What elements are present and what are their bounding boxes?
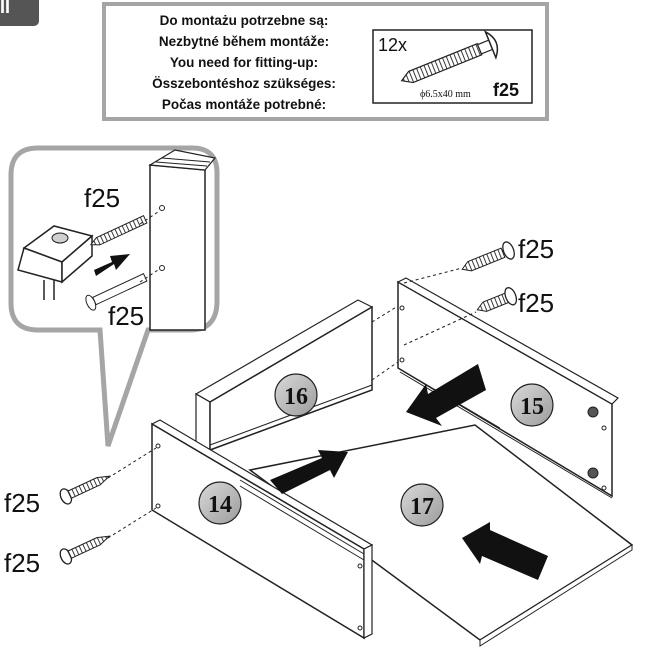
- screw-icon: [85, 273, 148, 311]
- panel-number-15: 15: [520, 394, 544, 420]
- screw-icon: [59, 535, 111, 565]
- arrow-icon: [270, 450, 348, 494]
- parts-line-2: Nezbytné během montáže:: [159, 34, 329, 49]
- callout-label-bottom: f25: [108, 301, 144, 331]
- screw-icon: [59, 475, 111, 505]
- part-quantity: 12x: [378, 35, 407, 55]
- step-label: II: [0, 0, 10, 17]
- screw-icon: [400, 30, 499, 84]
- arrow-icon: [462, 522, 548, 580]
- parts-line-3: You need for fitting-up:: [170, 55, 318, 70]
- hammer-icon: [17, 225, 94, 300]
- part-code: f25: [493, 80, 519, 100]
- screw-icon: [89, 215, 148, 246]
- panel-number-14: 14: [208, 492, 232, 518]
- panel-number-badge: 15: [510, 383, 554, 427]
- panel-number-badge: 16: [274, 373, 318, 417]
- screw-label-lower-right: f25: [518, 288, 554, 318]
- callout-label-top: f25: [84, 183, 120, 213]
- step-badge: II: [0, 0, 39, 26]
- panel-16: [194, 299, 374, 452]
- part-f25-card: [372, 29, 533, 104]
- panel-number-badge: 14: [198, 481, 242, 525]
- panel-number-badge: 17: [400, 483, 444, 527]
- screw-label-upper-left: f25: [4, 488, 40, 518]
- panel-number-17: 17: [410, 494, 434, 520]
- panel-14: [150, 419, 374, 640]
- screw-label-upper-right: f25: [518, 234, 554, 264]
- panel-number-16: 16: [284, 384, 308, 410]
- screw-label-lower-left: f25: [4, 548, 40, 578]
- parts-line-5: Počas montáže potrebné:: [162, 97, 326, 112]
- screw-icon: [476, 287, 518, 312]
- screw-icon: [461, 241, 515, 272]
- panel-17: [248, 424, 634, 647]
- parts-box: Do montażu potrzebne są: Nezbytné během …: [102, 2, 549, 121]
- callout-bubble: f25 f25: [8, 145, 220, 447]
- parts-line-1: Do montażu potrzebne są:: [160, 13, 329, 28]
- arrow-icon: [406, 364, 486, 426]
- arrow-icon: [94, 254, 130, 276]
- panel-15: [396, 277, 619, 499]
- parts-line-4: Összebontéshoz szükséges:: [152, 76, 336, 91]
- fixing-lines: [107, 267, 477, 539]
- part-size: ϕ6.5x40 mm: [420, 89, 471, 100]
